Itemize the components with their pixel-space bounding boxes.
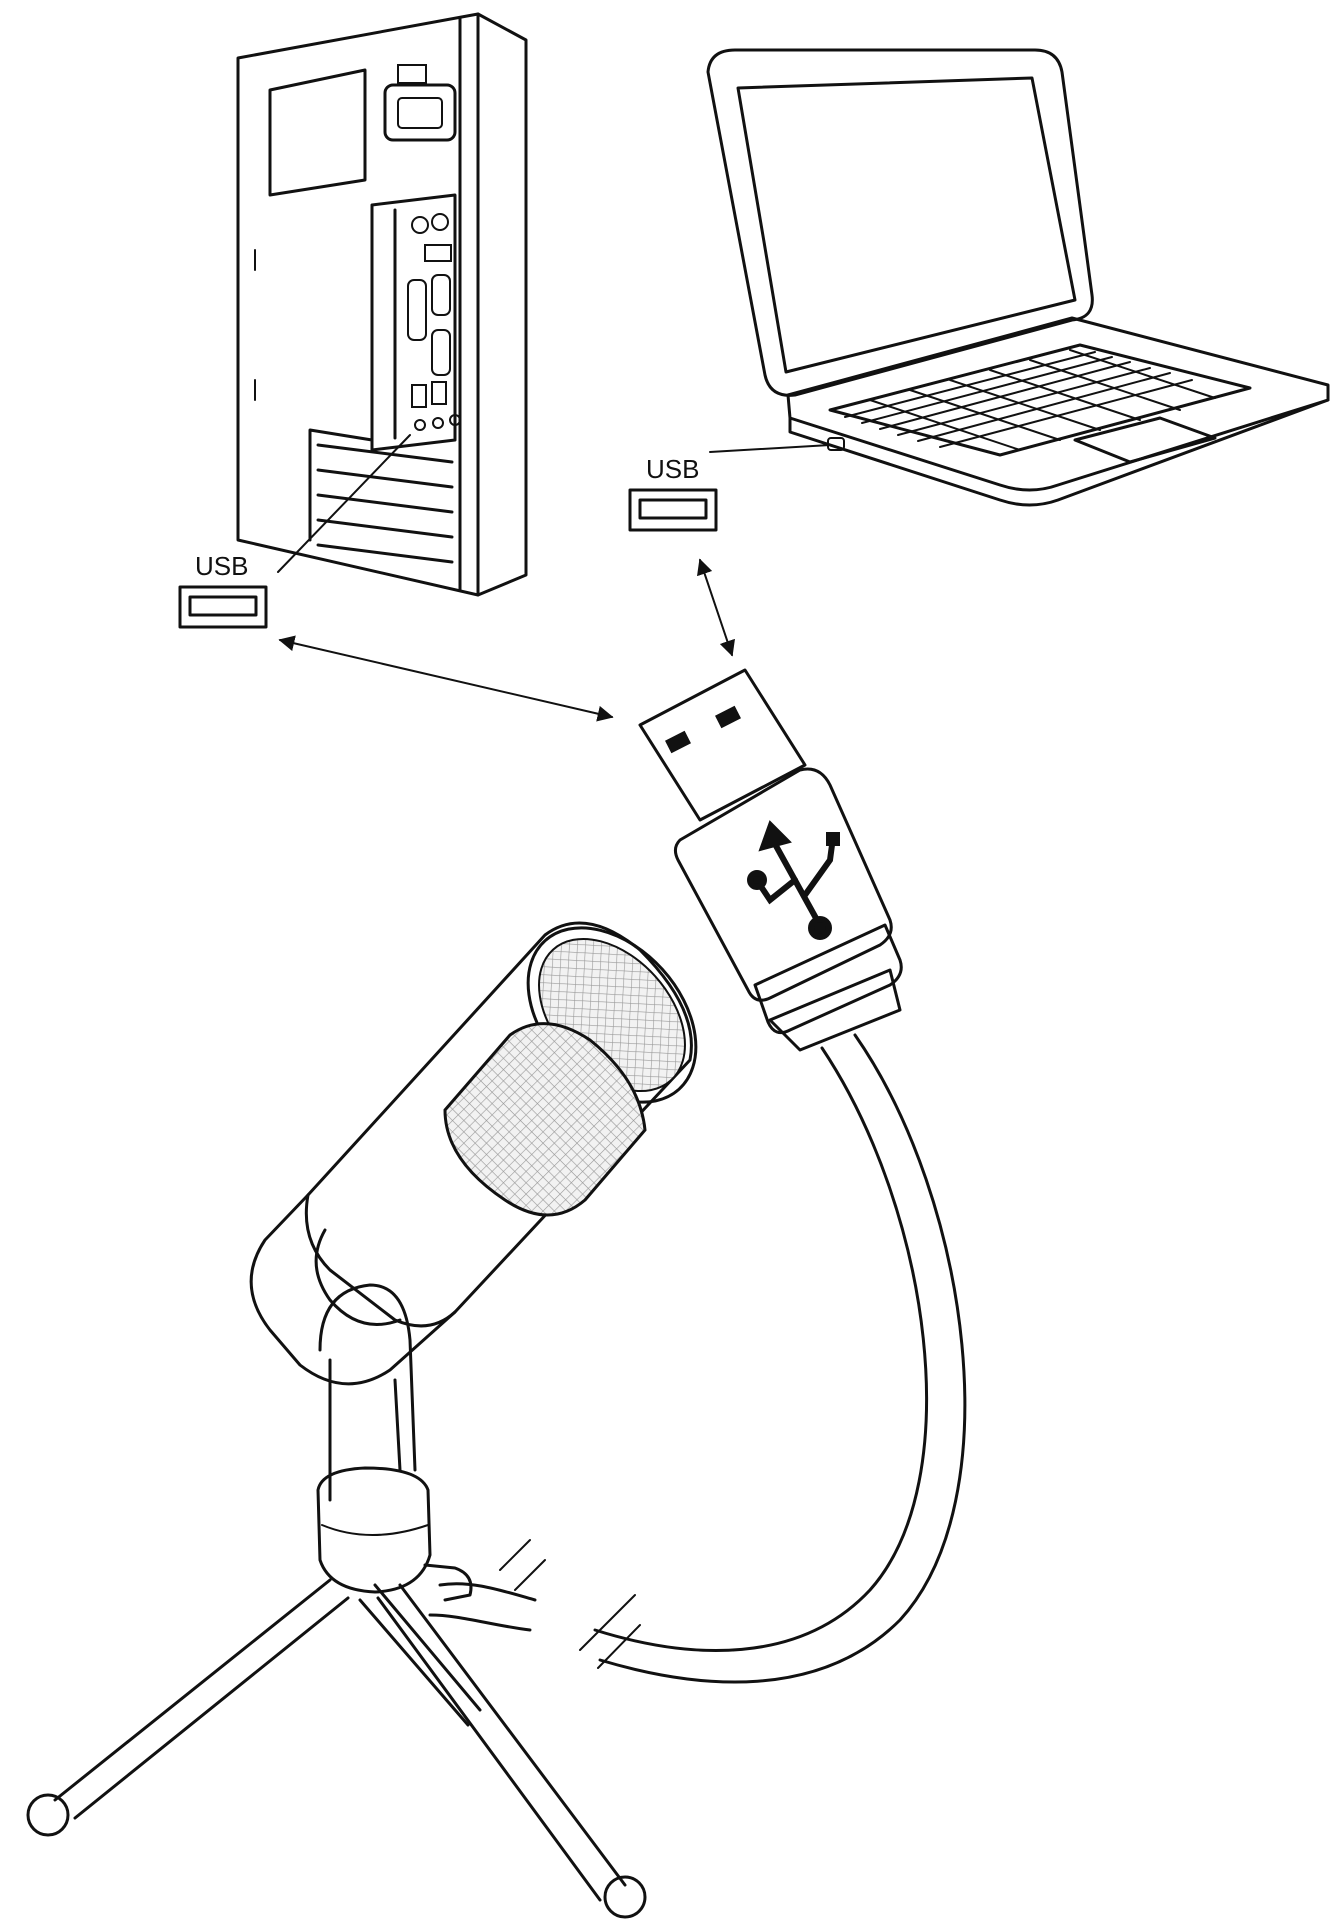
laptop-usb-port <box>628 488 718 532</box>
laptop-connection-arrow <box>697 558 735 657</box>
laptop-screen <box>736 76 1077 374</box>
usb-trident-icon <box>747 820 840 940</box>
usb-plug <box>638 668 903 1052</box>
laptop-usb-callout: USB <box>628 444 831 532</box>
usb-plug-connector <box>638 668 807 822</box>
desktop-usb-port <box>178 585 268 629</box>
desktop-usb-callout: USB <box>178 434 411 629</box>
desktop-usb-label: USB <box>195 551 248 581</box>
laptop-computer <box>706 48 1330 507</box>
usb-plug-housing <box>673 767 893 1002</box>
microphone-front-grille <box>443 1022 647 1217</box>
tripod-joint <box>316 1466 432 1594</box>
desktop-connection-arrow <box>278 635 614 722</box>
laptop-keyboard <box>828 343 1252 457</box>
usb-microphone <box>26 921 698 1919</box>
tripod-legs <box>26 1563 647 1919</box>
psu-grille <box>268 68 367 197</box>
laptop-usb-label: USB <box>646 454 699 484</box>
laptop-touchpad <box>1073 416 1217 464</box>
expansion-slots <box>316 443 454 564</box>
desktop-computer <box>236 12 528 597</box>
usb-cable <box>428 1033 967 1684</box>
power-socket <box>383 64 457 142</box>
microphone-body <box>304 921 693 1328</box>
io-ports <box>407 213 461 431</box>
